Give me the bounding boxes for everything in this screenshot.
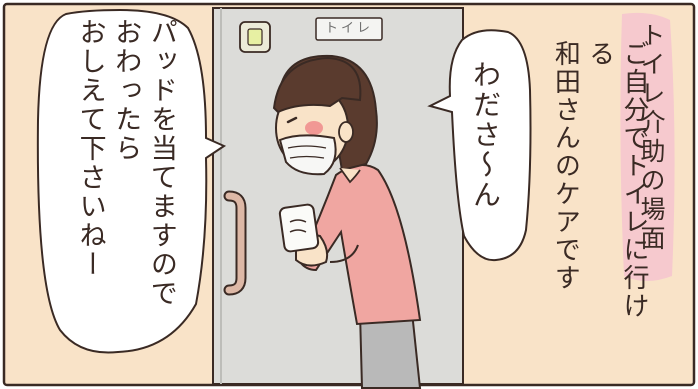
caregiver-cheek: [305, 121, 323, 135]
caption-title: トイレ介助の場面: [637, 22, 666, 254]
caregiver-eye: [286, 116, 298, 124]
narration-text: ご自分でトイレに行ける 和田さんのケアです: [550, 40, 649, 320]
door-sign: [315, 17, 383, 41]
caption-highlight: [620, 12, 675, 281]
door-handle-fill: [225, 192, 245, 294]
pad-fold-lines: [289, 219, 307, 233]
door-sign-text: トイレ: [324, 21, 373, 36]
lock-indicator-window: [247, 28, 263, 46]
face-mask-pleats: [287, 145, 327, 159]
caregiver-arm: [329, 244, 359, 263]
caregiver-bangs: [272, 56, 362, 114]
caregiver-neck: [339, 167, 361, 184]
left-speech-bubble: [36, 8, 227, 354]
center-speech-bubble: [427, 29, 532, 262]
left-speech-text: パッドを当てますので おわったら おしえて下さいねー: [74, 18, 177, 308]
pad-item: [278, 203, 320, 253]
face-mask: [278, 134, 337, 176]
center-speech-text: わださ〜ん: [468, 60, 502, 210]
caregiver-ear: [338, 121, 354, 143]
